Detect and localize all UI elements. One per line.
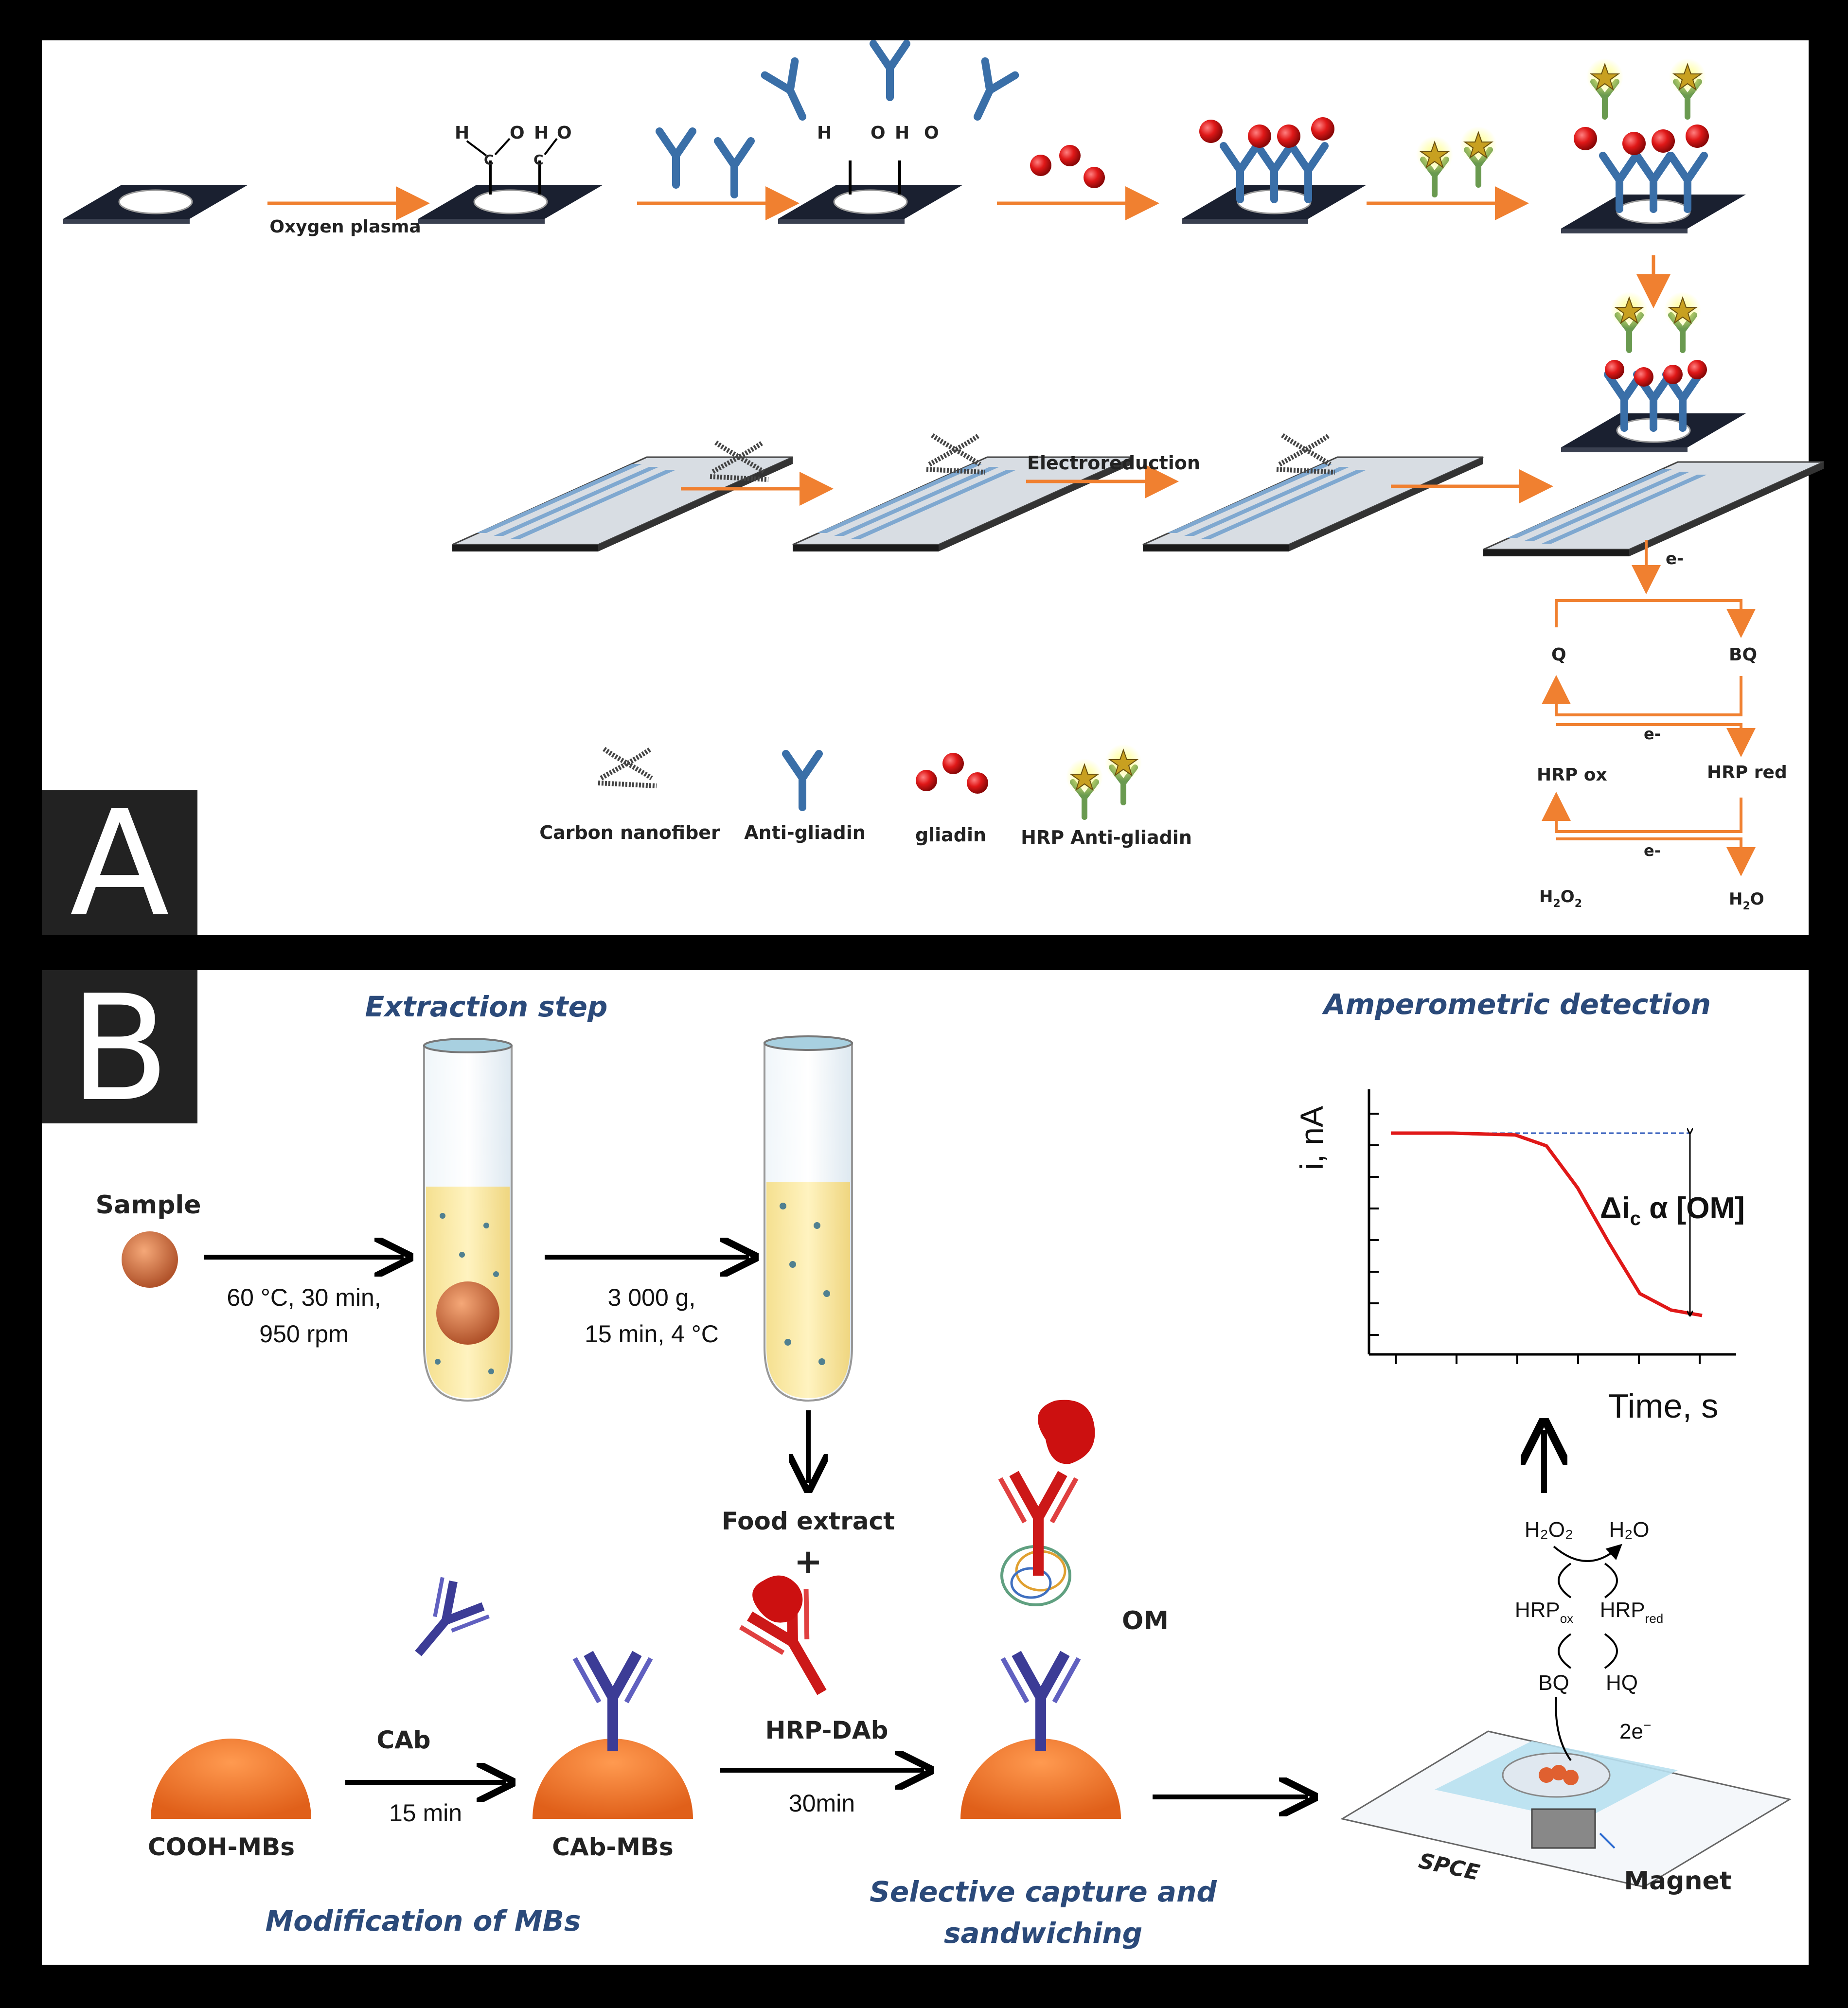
cycle-bq: BQ: [1729, 645, 1757, 665]
label-cab: CAb: [376, 1726, 430, 1754]
label-food-extract: Food extract: [722, 1507, 895, 1535]
chip-antibody-gliadin: [1181, 117, 1368, 225]
gliadin-free: [1030, 145, 1105, 188]
cycle-b-2e: 2e−: [1619, 1718, 1651, 1743]
cycle-b-bq: BQ: [1538, 1671, 1569, 1695]
chem-h-2: H: [534, 123, 549, 143]
amperometric-chart: Δic α [OM] i, nA Time, s: [1294, 1089, 1745, 1425]
chip-full-sandwich: [1560, 58, 1747, 234]
redox-cycle-a: e- Q BQ e- HRP ox HRP red e- H2O2 H2O: [1537, 540, 1787, 912]
chart-xlabel: Time, s: [1608, 1387, 1719, 1425]
tube-2: [764, 1035, 853, 1402]
label-sample: Sample: [95, 1191, 201, 1220]
hrp-dab-icon: [738, 1575, 854, 1711]
cycle-b-h2o2: H₂O₂: [1525, 1518, 1573, 1542]
chem-o-1: O: [510, 123, 525, 143]
label-cooh-mbs: COOH-MBs: [148, 1833, 295, 1861]
cooh-mb-dome: [151, 1739, 311, 1819]
sample-bead: [122, 1231, 178, 1288]
chip-aldehyde: H C O H C O: [417, 123, 604, 225]
legend-a: Carbon nanofiber Anti-gliadin gliadin HR…: [539, 744, 1192, 848]
panel-a-label: A: [42, 779, 197, 949]
chip-aldehyde-antibody: H O H O: [765, 44, 1015, 225]
label-electroreduction: Electroreduction: [1027, 452, 1200, 474]
cycle-e-3: e-: [1644, 841, 1661, 860]
sandwich-complex: [960, 1400, 1121, 1819]
panel-b-letter: B: [70, 964, 170, 1134]
redox-cycle-b: H₂O₂ H₂O HRPox HRPred BQ HQ 2e−: [1515, 1518, 1663, 1761]
current-curve: [1391, 1131, 1703, 1317]
chart-ylabel: i, nA: [1294, 1106, 1330, 1170]
chem-o-2: O: [557, 123, 572, 143]
strip-with-chip: [1482, 292, 1825, 557]
chem-h-4: H: [895, 123, 909, 143]
label-cond2-l1: 3 000 g,: [608, 1284, 696, 1311]
cycle-e-2: e-: [1644, 725, 1661, 743]
title-amperometric: Amperometric detection: [1322, 988, 1711, 1021]
panel-a-letter: A: [70, 779, 170, 949]
label-cond1-l2: 950 rpm: [259, 1320, 348, 1348]
chem-c-2: C: [533, 152, 544, 168]
legend-gliadin-icon: [916, 753, 988, 794]
legend-carbon-nanofiber: Carbon nanofiber: [539, 822, 720, 843]
label-om: OM: [1122, 1606, 1169, 1635]
label-cond1-l1: 60 °C, 30 min,: [227, 1284, 381, 1311]
label-magnet: Magnet: [1624, 1866, 1731, 1896]
cycle-b-hrp-ox: HRPox: [1515, 1598, 1573, 1626]
chem-o-4: O: [924, 123, 939, 143]
title-capture-2: sandwiching: [944, 1917, 1142, 1950]
legend-hrp-anti-gliadin: HRP Anti-gliadin: [1021, 827, 1192, 848]
cycle-b-hq: HQ: [1606, 1671, 1638, 1695]
label-15min: 15 min: [389, 1799, 462, 1827]
chem-c-1: C: [484, 152, 494, 168]
cycle-b-h2o: H₂O: [1609, 1518, 1649, 1542]
cab-mb: [533, 1653, 693, 1819]
label-cab-mbs: CAb-MBs: [552, 1833, 674, 1861]
spce-electrode: [1340, 1730, 1792, 1888]
label-30min: 30min: [789, 1790, 855, 1817]
cycle-hrp-ox: HRP ox: [1537, 765, 1607, 785]
chem-h-1: H: [455, 123, 469, 143]
cycle-q: Q: [1551, 645, 1566, 665]
delta-annotation: Δic α [OM]: [1600, 1191, 1745, 1229]
y-ticks: [1369, 1113, 1379, 1336]
tube-1: [423, 1038, 513, 1402]
label-hrp-dab: HRP-DAb: [765, 1716, 888, 1744]
cycle-h2o: H2O: [1729, 889, 1764, 912]
title-capture-1: Selective capture and: [870, 1875, 1217, 1908]
legend-anti-gliadin: Anti-gliadin: [744, 822, 866, 843]
cycle-hrp-red: HRP red: [1707, 763, 1787, 782]
panel-b-label: B: [42, 964, 197, 1134]
legend-gliadin: gliadin: [915, 824, 986, 846]
chem-h-3: H: [817, 123, 832, 143]
cycle-b-hrp-red: HRPred: [1600, 1598, 1663, 1626]
x-ticks: [1395, 1354, 1701, 1364]
cycle-h2o2: H2O2: [1539, 887, 1582, 910]
title-extraction: Extraction step: [365, 990, 608, 1023]
cycle-e-1: e-: [1666, 549, 1684, 569]
label-oxygen-plasma: Oxygen plasma: [269, 217, 421, 237]
label-plus: +: [794, 1542, 823, 1582]
label-cond2-l2: 15 min, 4 °C: [585, 1320, 719, 1348]
chem-o-3: O: [871, 123, 886, 143]
title-modification: Modification of MBs: [266, 1904, 581, 1937]
